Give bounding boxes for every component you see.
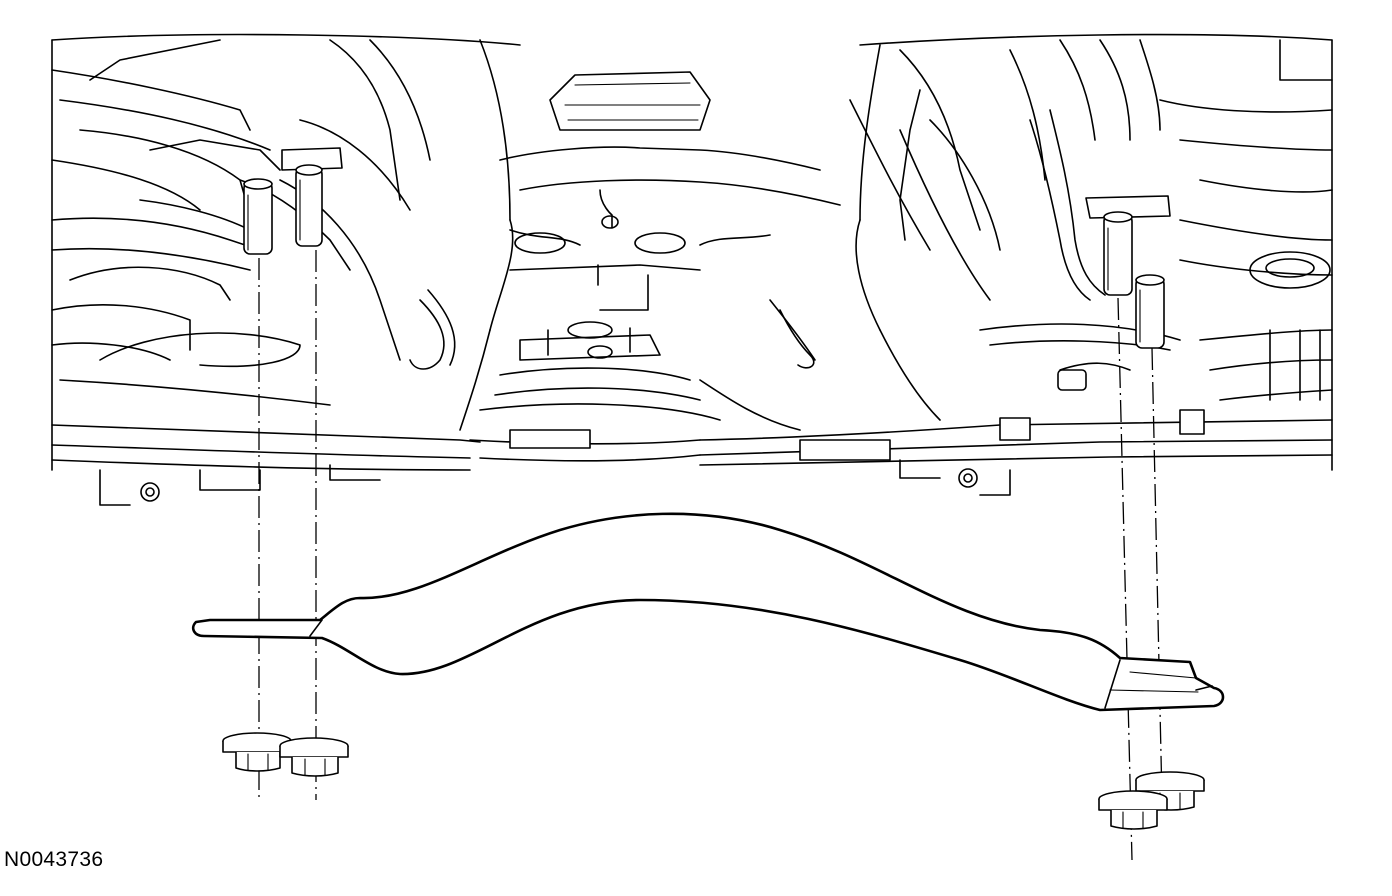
nut-left-inner xyxy=(279,737,349,777)
stud-left-inner xyxy=(281,147,343,247)
figure-id-label: N0043736 xyxy=(4,848,104,871)
vehicle-underbody xyxy=(51,33,1333,506)
stud-left-outer xyxy=(243,178,273,255)
stud-right-outer xyxy=(1135,274,1165,349)
crossmember xyxy=(191,512,1225,712)
stud-right-inner xyxy=(1085,195,1171,296)
nut-right-inner xyxy=(1098,790,1168,830)
mounting-studs xyxy=(243,147,1171,349)
assembly-center-lines xyxy=(258,250,1163,861)
flange-nuts xyxy=(222,732,1205,830)
